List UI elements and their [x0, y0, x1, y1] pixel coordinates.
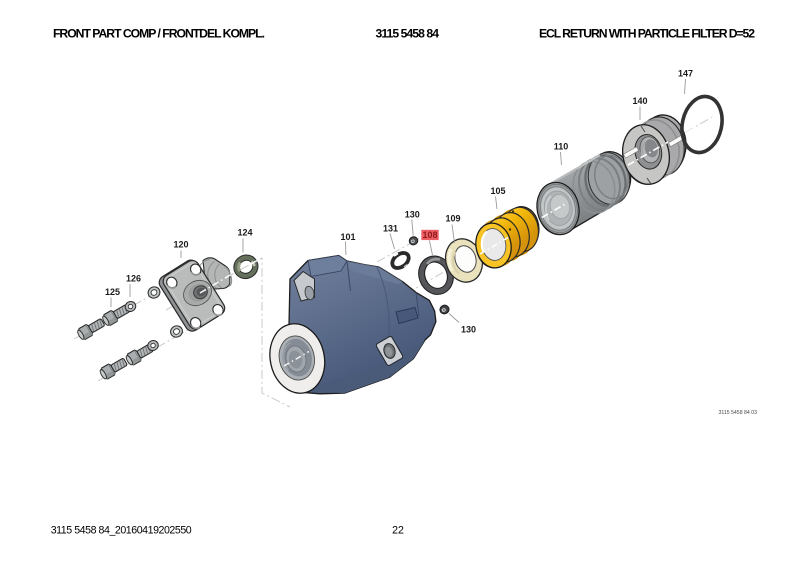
svg-text:125: 125	[105, 287, 120, 297]
svg-text:ECL RETURN WITH PARTICLE FILTE: ECL RETURN WITH PARTICLE FILTER D=52	[539, 26, 755, 40]
svg-text:101: 101	[340, 232, 355, 242]
svg-text:FRONT PART COMP / FRONTDEL KOM: FRONT PART COMP / FRONTDEL KOMPL.	[53, 26, 265, 40]
svg-text:110: 110	[554, 142, 569, 152]
svg-text:22: 22	[392, 524, 404, 536]
svg-text:109: 109	[445, 214, 460, 224]
svg-text:126: 126	[126, 274, 141, 284]
svg-text:130: 130	[405, 209, 420, 219]
svg-text:108: 108	[422, 230, 437, 240]
svg-text:120: 120	[173, 240, 188, 250]
svg-text:140: 140	[632, 96, 647, 106]
svg-text:124: 124	[237, 228, 252, 238]
svg-text:131: 131	[383, 223, 398, 233]
svg-text:105: 105	[490, 186, 505, 196]
svg-text:3115 5458 84 03: 3115 5458 84 03	[718, 410, 757, 416]
svg-text:130: 130	[461, 325, 476, 335]
svg-text:3115 5458 84: 3115 5458 84	[376, 26, 440, 40]
svg-text:147: 147	[678, 69, 693, 79]
svg-text:3115 5458 84_20160419202550: 3115 5458 84_20160419202550	[51, 524, 192, 536]
